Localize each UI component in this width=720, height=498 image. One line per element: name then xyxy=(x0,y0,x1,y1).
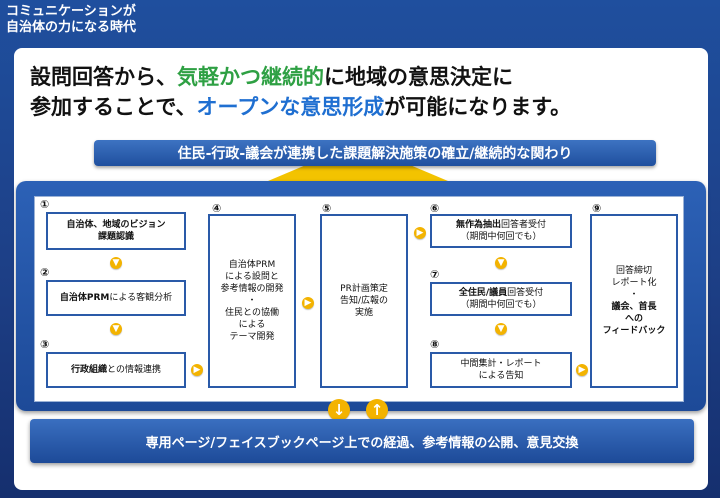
arrow-right-icon: ▶ xyxy=(302,297,314,309)
step-4-line: テーマ開発 xyxy=(229,332,275,342)
step-3-rest: との情報連携 xyxy=(107,365,161,375)
arrow-down-icon: ▼ xyxy=(495,323,507,335)
headline-line1-pre: 設問回答から、 xyxy=(30,65,177,89)
step-6-bold: 無作為抽出 xyxy=(455,220,501,230)
arrow-down-icon: ▼ xyxy=(495,257,507,269)
step-5-line: 告知/広報の xyxy=(339,296,389,306)
step-1-line2: 課題認識 xyxy=(97,232,134,242)
headline-highlight-green: 気軽かつ継続的 xyxy=(177,65,324,89)
headline: 設問回答から、気軽かつ継続的に地域の意思決定に 参加することで、オープンな意思形… xyxy=(30,62,710,122)
step-6-rest: 回答者受付 xyxy=(501,220,547,230)
step-4-number: ④ xyxy=(212,202,222,215)
step-2-rest: による客観分析 xyxy=(109,293,173,303)
step-9-line: フィードバック xyxy=(602,326,666,336)
step-5-line: 実施 xyxy=(354,308,373,318)
step-3-bold: 行政組織 xyxy=(71,365,108,375)
step-6-line2: （期間中何回でも） xyxy=(460,232,542,242)
header-title-line2: 自治体の力になる時代 xyxy=(6,20,137,35)
step-7-rest: 回答受付 xyxy=(507,288,544,298)
bottom-bar: 専用ページ/フェイスブックページ上での経過、参考情報の公開、意見交換 xyxy=(30,419,694,463)
step-8-line1: 中間集計・レポート xyxy=(460,359,542,369)
step-1-line1: 自治体、地域のビジョン xyxy=(66,220,166,230)
step-3-number: ③ xyxy=(40,338,50,351)
step-5-number: ⑤ xyxy=(322,202,332,215)
step-9-line: 回答締切 xyxy=(615,266,652,276)
step-4-line: ・ xyxy=(247,296,257,306)
step-4-line: 参考情報の開発 xyxy=(220,284,284,294)
header-title-line1: コミュニケーションが xyxy=(6,4,136,19)
arrow-right-icon: ▶ xyxy=(191,364,203,376)
headline-highlight-blue: オープンな意思形成 xyxy=(196,95,385,119)
step-9-line: レポート化 xyxy=(611,278,657,288)
step-4-line: 住民との協働 xyxy=(225,308,279,318)
step-2-bold: 自治体PRM xyxy=(59,293,110,303)
headline-line2-pre: 参加することで、 xyxy=(30,95,197,119)
step-1-box: 自治体、地域のビジョン 課題認識 xyxy=(46,212,186,250)
headline-line1: 設問回答から、気軽かつ継続的に地域の意思決定に xyxy=(30,62,710,92)
step-7-line2: （期間中何回でも） xyxy=(460,300,542,310)
step-6-number: ⑥ xyxy=(430,202,440,215)
arrow-up-circle-icon: ↑ xyxy=(366,399,388,421)
step-4-line: による設問と xyxy=(225,272,279,282)
step-5-box: PR計画策定 告知/広報の 実施 xyxy=(320,214,408,388)
step-9-line: 議会、首長 xyxy=(611,302,657,312)
arrow-right-icon: ▶ xyxy=(576,364,588,376)
step-8-line2: による告知 xyxy=(478,371,524,381)
step-9-line: への xyxy=(624,314,643,324)
arrow-down-icon: ▼ xyxy=(110,323,122,335)
step-4-box: 自治体PRM による設問と 参考情報の開発 ・ 住民との協働 による テーマ開発 xyxy=(208,214,296,388)
arrow-down-icon: ▼ xyxy=(110,257,122,269)
step-8-box: 中間集計・レポート による告知 xyxy=(430,352,572,388)
headline-line1-post: に地域の意思決定に xyxy=(324,65,513,89)
step-6-box: 無作為抽出回答者受付 （期間中何回でも） xyxy=(430,214,572,248)
step-8-number: ⑧ xyxy=(430,338,440,351)
step-2-number: ② xyxy=(40,266,50,279)
step-9-number: ⑨ xyxy=(592,202,602,215)
step-7-box: 全住民/議員回答受付 （期間中何回でも） xyxy=(430,282,572,316)
step-4-line: による xyxy=(238,320,266,330)
step-4-line: 自治体PRM xyxy=(228,260,276,270)
step-9-line: ・ xyxy=(629,290,639,300)
header-title: コミュニケーションが 自治体の力になる時代 xyxy=(6,4,266,36)
arrow-right-icon: ▶ xyxy=(414,227,426,239)
banner: 住民-行政-議会が連携した課題解決施策の確立/継続的な関わり xyxy=(94,140,656,166)
step-5-line: PR計画策定 xyxy=(340,284,388,294)
step-9-box: 回答締切 レポート化 ・ 議会、首長 への フィードバック xyxy=(590,214,678,388)
step-3-box: 行政組織との情報連携 xyxy=(46,352,186,388)
step-7-number: ⑦ xyxy=(430,268,440,281)
step-2-box: 自治体PRMによる客観分析 xyxy=(46,280,186,316)
step-1-number: ① xyxy=(40,198,50,211)
headline-line2: 参加することで、オープンな意思形成が可能になります。 xyxy=(30,92,710,122)
headline-line2-post: が可能になります。 xyxy=(384,95,572,119)
step-7-bold: 全住民/議員 xyxy=(458,288,508,298)
arrow-down-circle-icon: ↓ xyxy=(328,399,350,421)
